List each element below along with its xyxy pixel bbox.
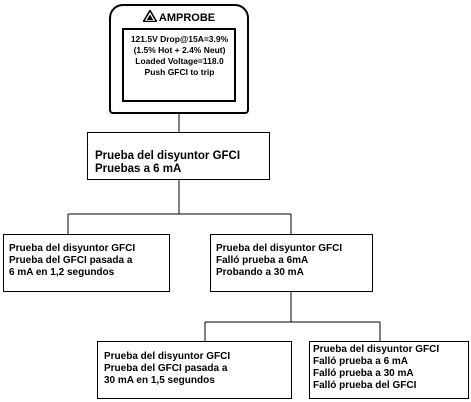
node-text: Prueba del disyuntor GFCI [9,243,136,254]
node-gfci-test-6ma: Prueba del disyuntor GFCI Pruebas a 6 mA [87,132,270,180]
node-text: Prueba del disyuntor GFCI [95,150,241,162]
screen-line: 121.5V Drop@15A=3.9% [130,34,229,44]
device-header: AMPROBE [111,8,247,26]
node-text: Falló prueba a 6mA [216,255,309,266]
node-text: Prueba del GFCI pasada a [9,255,133,266]
screen-line: Push GFCI to trip [144,67,215,77]
device-brand: AMPROBE [158,11,216,24]
screen-line: (1.5% Hot + 2.4% Neut) [133,45,226,55]
node-text: Prueba del GFCI pasada a [104,363,228,374]
node-text: Prueba del disyuntor GFCI [216,243,343,254]
node-passed-6ma: Prueba del disyuntor GFCI Prueba del GFC… [3,234,170,292]
node-text: 6 mA en 1,2 segundos [9,267,115,278]
amprobe-triangle-logo-icon [141,8,158,26]
node-failed-30ma: Prueba del disyuntor GFCI Falló prueba a… [309,341,469,399]
screen-line: Loaded Voltage=118.0 [135,56,224,66]
node-text: Falló prueba del GFCI [313,380,417,391]
node-text: Falló prueba a 6 mA [313,356,409,367]
node-text: Probando a 30 mA [216,267,304,278]
node-text: Falló prueba a 30 mA [313,368,414,379]
node-text: 30 mA en 1,5 segundos [104,375,215,386]
node-text: Pruebas a 6 mA [95,163,182,175]
node-failed-6ma: Prueba del disyuntor GFCI Falló prueba a… [210,234,373,292]
node-passed-30ma: Prueba del disyuntor GFCI Prueba del GFC… [97,341,292,399]
node-text: Prueba del disyuntor GFCI [313,344,440,355]
device-screen: 121.5V Drop@15A=3.9% (1.5% Hot + 2.4% Ne… [122,28,236,102]
amprobe-tester-device: AMPROBE 121.5V Drop@15A=3.9% (1.5% Hot +… [109,4,249,114]
node-text: Prueba del disyuntor GFCI [104,351,231,362]
